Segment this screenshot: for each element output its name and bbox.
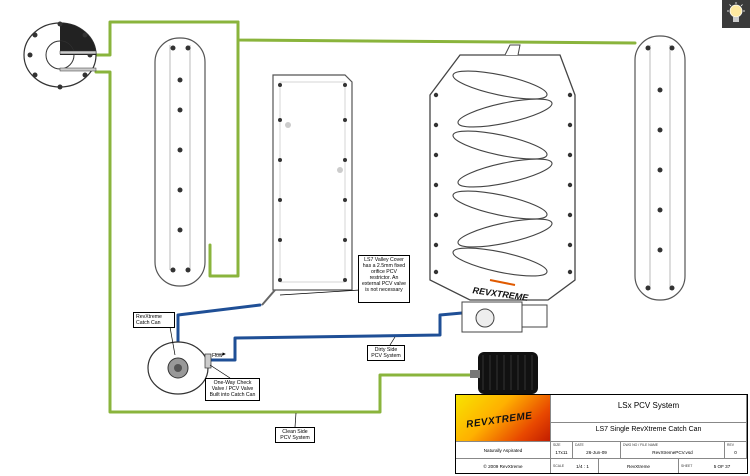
revxtreme-logo: REVXTREME bbox=[456, 395, 550, 441]
size-cell: SIZE 17x11 bbox=[551, 442, 573, 459]
company: RevXtreme bbox=[627, 464, 650, 469]
dirty-side-callout: Dirty Side PCV System bbox=[367, 345, 405, 361]
title-block: REVXTREME LSx PCV System LS7 Single RevX… bbox=[455, 394, 748, 474]
flow-label: Flow bbox=[212, 353, 223, 359]
copyright: © 2009 RevXtreme bbox=[483, 464, 523, 469]
clean-side-callout: Clean Side PCV System bbox=[275, 427, 315, 443]
check-valve-callout: One-Way Check Valve / PCV Valve Built in… bbox=[205, 378, 260, 401]
date-value: 26-Jun-09 bbox=[586, 450, 607, 455]
size-label: SIZE bbox=[553, 442, 561, 447]
catch-can-callout: RevXtreme Catch Can bbox=[133, 312, 175, 328]
sheet-cell: SHEET 5 OF 37 bbox=[679, 459, 747, 473]
sheet-label: SHEET bbox=[681, 464, 693, 468]
sheet-value: 5 OF 37 bbox=[713, 464, 731, 469]
drawing-subtitle: LS7 Single RevXtreme Catch Can bbox=[595, 426, 702, 433]
intake-manifold: REVXTREME bbox=[429, 44, 576, 333]
leader-lines bbox=[169, 289, 396, 428]
aspiration-cell: Naturally Aspirated bbox=[456, 442, 551, 459]
scale-label: SCALE bbox=[553, 464, 565, 468]
dwg-cell: DWG NO / FILE NAME RevXtremePCV.vsd bbox=[621, 442, 725, 459]
subtitle-cell: LS7 Single RevXtreme Catch Can bbox=[551, 423, 747, 442]
copyright-cell: © 2009 RevXtreme bbox=[456, 459, 551, 473]
valley-cover bbox=[261, 74, 353, 306]
date-label: DATE bbox=[575, 442, 584, 447]
logo-cell: REVXTREME bbox=[456, 395, 551, 442]
dwg-value: RevXtremePCV.vsd bbox=[652, 450, 693, 455]
dwg-label: DWG NO / FILE NAME bbox=[623, 442, 659, 447]
rev-cell: REV 0 bbox=[725, 442, 747, 459]
size-value: 17x11 bbox=[555, 450, 568, 455]
oil-cap-icon bbox=[23, 21, 97, 90]
logo-text: REVXTREME bbox=[465, 410, 534, 431]
lightbulb-icon[interactable] bbox=[722, 0, 750, 28]
left-valve-cover bbox=[154, 37, 206, 287]
rev-value: 0 bbox=[734, 450, 737, 455]
company-cell: RevXtreme bbox=[599, 459, 679, 473]
drawing-title: LSx PCV System bbox=[617, 401, 680, 410]
scale-value: 1/4 : 1 bbox=[576, 464, 589, 469]
date-cell: DATE 26-Jun-09 bbox=[573, 442, 621, 459]
catch-can: Flow bbox=[147, 341, 226, 395]
filter-icon bbox=[470, 352, 538, 394]
right-valve-cover bbox=[634, 35, 686, 301]
clean-side-hoses bbox=[94, 20, 637, 414]
title-cell: LSx PCV System bbox=[551, 395, 747, 423]
rev-label: REV bbox=[727, 442, 734, 447]
valley-cover-callout: LS7 Valley Cover has a 2.5mm fixed orifi… bbox=[358, 255, 410, 303]
scale-cell: SCALE 1/4 : 1 bbox=[551, 459, 599, 473]
aspiration: Naturally Aspirated bbox=[483, 448, 523, 453]
